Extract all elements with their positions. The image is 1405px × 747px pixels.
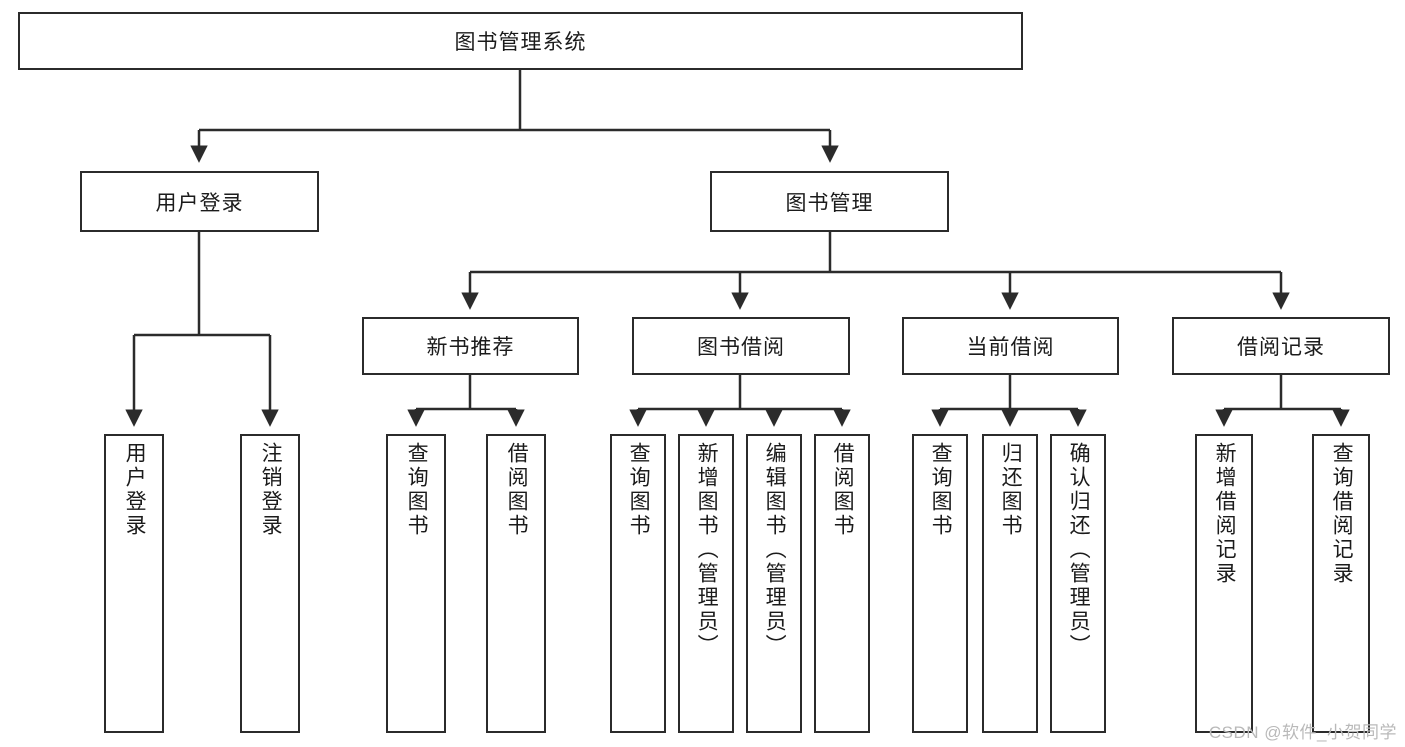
leaf-query-borrow-record-label: 查询借阅记录 (1330, 442, 1354, 586)
node-new-book-recommend[interactable]: 新书推荐 (362, 317, 579, 375)
leaf-borrow-book-newbook-label: 借阅图书 (505, 442, 529, 538)
node-user-login[interactable]: 用户登录 (80, 171, 319, 232)
leaf-confirm-return-admin-label: 确认归还（管理员） (1067, 442, 1091, 658)
node-book-management-label: 图书管理 (785, 191, 874, 215)
node-root-label: 图书管理系统 (454, 31, 587, 54)
leaf-borrow-book[interactable]: 借阅图书 (814, 434, 870, 733)
leaf-edit-book-admin[interactable]: 编辑图书（管理员） (746, 434, 802, 733)
node-book-management[interactable]: 图书管理 (710, 171, 949, 232)
watermark: CSDN @软件_小贺同学 (1208, 723, 1397, 742)
leaf-query-book-newbook[interactable]: 查询图书 (386, 434, 446, 733)
leaf-borrow-book-label: 借阅图书 (831, 442, 855, 538)
leaf-query-book-current-label: 查询图书 (929, 442, 953, 538)
leaf-add-book-admin-label: 新增图书（管理员） (695, 442, 719, 658)
leaf-add-borrow-record-label: 新增借阅记录 (1213, 442, 1237, 586)
node-current-borrow-label: 当前借阅 (966, 336, 1055, 359)
node-book-borrow[interactable]: 图书借阅 (632, 317, 850, 375)
node-new-book-recommend-label: 新书推荐 (426, 336, 515, 359)
leaf-logout-login-label: 注销登录 (259, 442, 283, 538)
leaf-query-book-borrow[interactable]: 查询图书 (610, 434, 666, 733)
node-current-borrow[interactable]: 当前借阅 (902, 317, 1119, 375)
leaf-borrow-book-newbook[interactable]: 借阅图书 (486, 434, 546, 733)
node-book-borrow-label: 图书借阅 (697, 336, 785, 359)
leaf-return-book-label: 归还图书 (999, 442, 1023, 538)
leaf-add-borrow-record[interactable]: 新增借阅记录 (1195, 434, 1253, 733)
leaf-add-book-admin[interactable]: 新增图书（管理员） (678, 434, 734, 733)
leaf-query-book-borrow-label: 查询图书 (627, 442, 651, 538)
leaf-user-login-label: 用户登录 (123, 442, 147, 538)
leaf-query-book-newbook-label: 查询图书 (405, 442, 429, 538)
leaf-user-login[interactable]: 用户登录 (104, 434, 164, 733)
node-borrow-records-label: 借阅记录 (1237, 336, 1325, 359)
leaf-query-borrow-record[interactable]: 查询借阅记录 (1312, 434, 1370, 733)
leaf-edit-book-admin-label: 编辑图书（管理员） (763, 442, 787, 658)
leaf-confirm-return-admin[interactable]: 确认归还（管理员） (1050, 434, 1106, 733)
node-user-login-label: 用户登录 (155, 191, 244, 215)
node-borrow-records[interactable]: 借阅记录 (1172, 317, 1390, 375)
leaf-query-book-current[interactable]: 查询图书 (912, 434, 968, 733)
leaf-logout-login[interactable]: 注销登录 (240, 434, 300, 733)
leaf-return-book[interactable]: 归还图书 (982, 434, 1038, 733)
node-root[interactable]: 图书管理系统 (18, 12, 1023, 70)
